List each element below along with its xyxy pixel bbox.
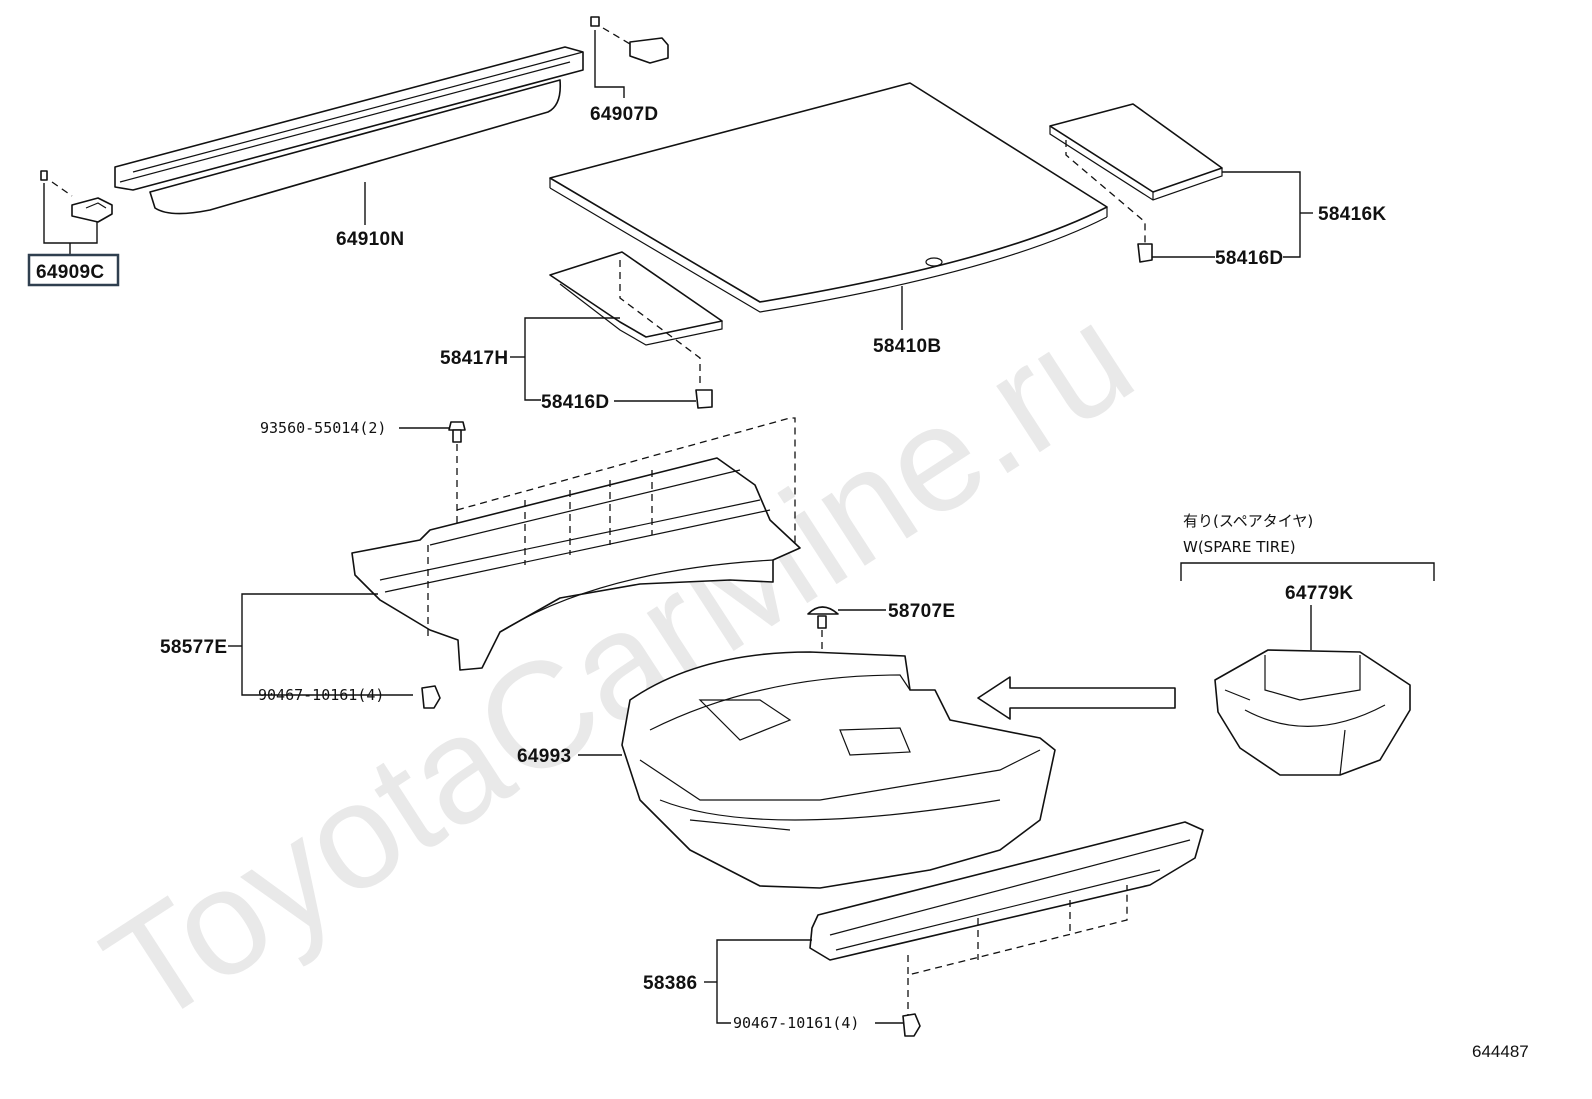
- label-64907D[interactable]: 64907D: [590, 104, 658, 125]
- part-64907D-drawing: [590, 16, 669, 98]
- part-64779K-drawing: 有り(スペアタイヤ) W(SPARE TIRE): [1180, 512, 1435, 776]
- part-58386-drawing: [704, 821, 1204, 1037]
- part-58416K-drawing: [1049, 103, 1313, 263]
- label-58410B[interactable]: 58410B: [873, 336, 941, 357]
- watermark: ToyotaCarMine.ru: [76, 271, 1160, 1057]
- note-spare-tire-jp: 有り(スペアタイヤ): [1183, 512, 1313, 530]
- diagram-number: 644487: [1472, 1042, 1529, 1061]
- label-58416K[interactable]: 58416K: [1318, 204, 1386, 225]
- label-58707E[interactable]: 58707E: [888, 601, 955, 622]
- label-58416D-left[interactable]: 58416D: [541, 392, 609, 413]
- label-64910N[interactable]: 64910N: [336, 229, 404, 250]
- direction-arrow: [977, 676, 1176, 720]
- highlight-box-64909C: [27, 253, 120, 287]
- note-spare-tire-en: W(SPARE TIRE): [1183, 538, 1296, 556]
- part-58417H-drawing: [510, 251, 723, 409]
- part-64993-drawing: [578, 651, 1056, 889]
- part-58577E-drawing: [228, 417, 801, 709]
- label-58577E[interactable]: 58577E: [160, 637, 227, 658]
- label-64909C[interactable]: 64909C: [36, 262, 104, 283]
- label-90467-lower[interactable]: 90467-10161(4): [733, 1014, 859, 1032]
- label-58417H[interactable]: 58417H: [440, 348, 508, 369]
- label-90467-upper[interactable]: 90467-10161(4): [258, 686, 384, 704]
- label-93560-55014[interactable]: 93560-55014(2): [260, 419, 386, 437]
- label-64993[interactable]: 64993: [517, 746, 571, 767]
- part-64910N-drawing: [114, 46, 584, 225]
- part-64909C-drawing: [40, 170, 113, 255]
- label-58386[interactable]: 58386: [643, 973, 697, 994]
- label-64779K[interactable]: 64779K: [1285, 583, 1353, 604]
- label-58416D-right[interactable]: 58416D: [1215, 248, 1283, 269]
- part-58410B-drawing: [549, 82, 1108, 330]
